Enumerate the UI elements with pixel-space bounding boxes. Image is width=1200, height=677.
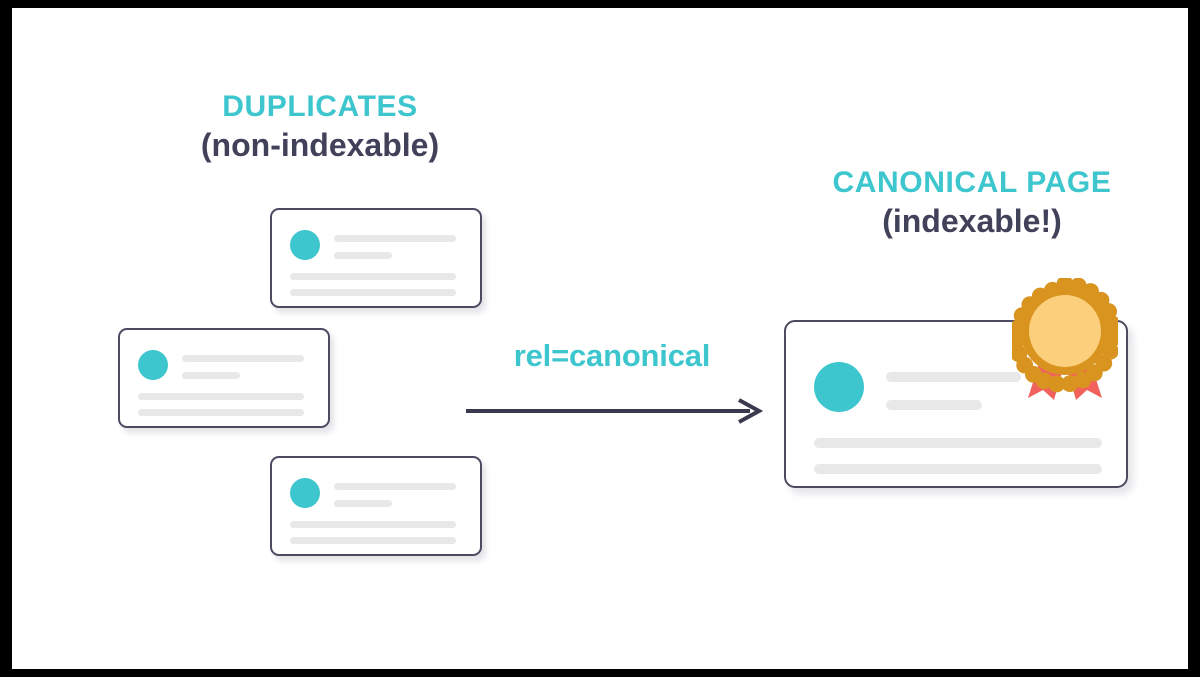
duplicates-heading-line2: (non-indexable) [200, 126, 440, 163]
text-line-placeholder [138, 409, 304, 416]
avatar [290, 230, 320, 260]
text-line-placeholder [290, 521, 456, 528]
duplicate-card-3 [270, 456, 482, 556]
duplicates-heading-line1: DUPLICATES [222, 90, 418, 123]
diagram-canvas: DUPLICATES (non-indexable) CANONICAL PAG… [12, 8, 1188, 669]
text-line-placeholder [814, 464, 1102, 474]
avatar [138, 350, 168, 380]
canonical-page-heading: CANONICAL PAGE (indexable!) [772, 166, 1172, 241]
canonical-heading-line1: CANONICAL PAGE [832, 166, 1112, 199]
avatar [290, 478, 320, 508]
duplicate-card-2 [118, 328, 330, 428]
rel-canonical-label: rel=canonical [513, 338, 711, 373]
text-line-placeholder [290, 289, 456, 296]
text-line-placeholder [334, 500, 392, 507]
text-line-placeholder [334, 252, 392, 259]
duplicate-card-1 [270, 208, 482, 308]
duplicates-heading: DUPLICATES (non-indexable) [100, 90, 540, 165]
text-line-placeholder [290, 537, 456, 544]
text-line-placeholder [814, 438, 1102, 448]
text-line-placeholder [334, 483, 456, 490]
text-line-placeholder [334, 235, 456, 242]
arrow-right-icon [466, 398, 764, 424]
text-line-placeholder [138, 393, 304, 400]
award-ribbon-icon [1012, 278, 1118, 400]
text-line-placeholder [290, 273, 456, 280]
avatar [814, 362, 864, 412]
text-line-placeholder [182, 355, 304, 362]
text-line-placeholder [182, 372, 240, 379]
text-line-placeholder [886, 372, 1021, 382]
canonical-heading-line2: (indexable!) [882, 202, 1062, 239]
text-line-placeholder [886, 400, 982, 410]
